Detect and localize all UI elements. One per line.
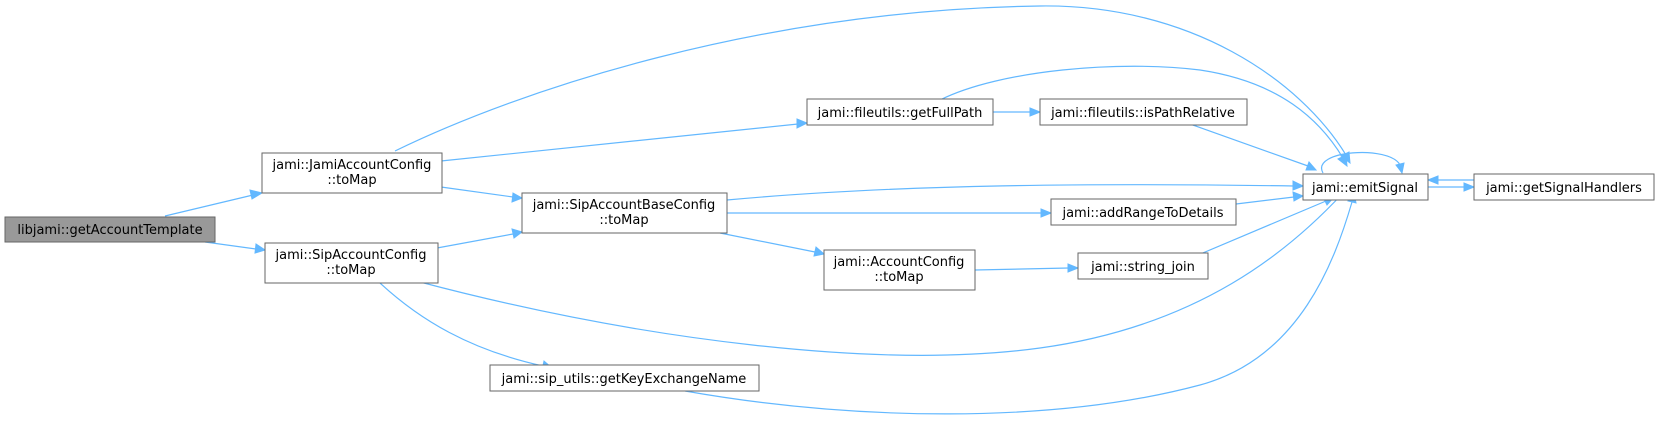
edge-sipbase-accountconfig (719, 232, 816, 253)
edge-jami-sipbase-arrowhead (511, 192, 524, 203)
edges (164, 5, 1476, 415)
edge-emit-self (1320, 151, 1401, 174)
node-jami-account-config-tomap[interactable]: jami::JamiAccountConfig ::toMap (261, 152, 443, 194)
edge-keyexchange-emit (684, 201, 1353, 415)
edge-sipbase-addrange-arrowhead (1040, 208, 1053, 218)
node-add-range-to-details[interactable]: jami::addRangeToDetails (1050, 198, 1237, 226)
edge-sip-sipbase-arrowhead (511, 228, 524, 239)
node-add-range-to-details-label: jami::addRangeToDetails (1061, 206, 1223, 221)
node-emit-signal-box (1302, 173, 1429, 201)
node-sip-account-config-tomap-label-1: jami::SipAccountConfig (275, 248, 427, 263)
node-is-path-relative[interactable]: jami::fileutils::isPathRelative (1039, 98, 1248, 126)
node-get-key-exchange-name-label: jami::sip_utils::getKeyExchangeName (501, 372, 747, 387)
edge-jami-fullpath-arrowhead (796, 118, 809, 129)
edge-gat-jami (164, 194, 254, 217)
edge-sipbase-emit-arrowhead (1292, 180, 1305, 191)
edge-accountconfig-stringjoin (974, 267, 1070, 271)
node-get-key-exchange-name[interactable]: jami::sip_utils::getKeyExchangeName (489, 364, 760, 392)
edge-sipbase-accountconfig-arrowhead (813, 246, 826, 257)
edge-gat-sip (204, 241, 257, 250)
node-emit-signal-label: jami::emitSignal (1311, 181, 1418, 196)
edge-emit-self-arrowhead (1395, 162, 1405, 175)
edge-stringjoin-emit (1197, 200, 1327, 256)
edge-jami-sipbase (440, 186, 514, 198)
node-add-range-to-details-box (1050, 198, 1237, 226)
node-is-path-relative-box (1039, 98, 1248, 126)
node-is-path-relative-label: jami::fileutils::isPathRelative (1050, 106, 1235, 121)
node-emit-signal[interactable]: jami::emitSignal (1302, 173, 1429, 201)
edge-isrelative-emit-arrowhead (1305, 161, 1318, 171)
node-string-join[interactable]: jami::string_join (1077, 252, 1209, 280)
node-get-account-template-label: libjami::getAccountTemplate (17, 223, 202, 238)
edge-fullpath-emit-arrowhead (1337, 154, 1348, 168)
edge-sipbase-emit (726, 184, 1295, 201)
node-get-signal-handlers-label: jami::getSignalHandlers (1485, 181, 1642, 196)
edge-fullpath-emit (939, 65, 1344, 159)
edge-gat-jami-arrowhead (249, 189, 264, 200)
edge-addrange-emit (1235, 196, 1295, 205)
node-jami-account-config-tomap-label-2: ::toMap (327, 173, 376, 188)
node-get-signal-handlers[interactable]: jami::getSignalHandlers (1473, 173, 1655, 201)
edge-sip-emit (419, 192, 1344, 356)
node-sip-account-config-tomap-label-2: ::toMap (326, 263, 375, 278)
edge-emit-handlers-arrowhead (1463, 182, 1476, 192)
node-account-config-tomap-label-2: ::toMap (874, 270, 923, 285)
node-sip-account-base-config-tomap-label-2: ::toMap (599, 213, 648, 228)
node-account-config-tomap-label-1: jami::AccountConfig (833, 255, 965, 270)
edge-jami-emit (394, 5, 1347, 156)
node-get-key-exchange-name-box (489, 364, 760, 392)
node-account-config-tomap[interactable]: jami::AccountConfig ::toMap (823, 249, 976, 291)
edge-sip-keyexchange (379, 282, 544, 367)
edge-sip-sipbase (436, 233, 514, 249)
edge-handlers-emit-arrowhead (1426, 175, 1439, 185)
edge-gat-sip-arrowhead (254, 243, 267, 254)
edge-addrange-emit-arrowhead (1292, 191, 1305, 202)
edge-accountconfig-stringjoin-arrowhead (1067, 263, 1080, 273)
node-get-signal-handlers-box (1473, 173, 1655, 201)
node-string-join-label: jami::string_join (1090, 260, 1195, 275)
node-sip-account-config-tomap[interactable]: jami::SipAccountConfig ::toMap (264, 242, 439, 284)
node-sip-account-base-config-tomap-box (521, 192, 728, 234)
node-sip-account-base-config-tomap[interactable]: jami::SipAccountBaseConfig ::toMap (521, 192, 728, 234)
node-sip-account-config-tomap-box (264, 242, 439, 284)
node-get-full-path-label: jami::fileutils::getFullPath (817, 106, 983, 121)
node-account-config-tomap-box (823, 249, 976, 291)
node-jami-account-config-tomap-box (261, 152, 443, 194)
nodes: libjami::getAccountTemplate jami::JamiAc… (4, 98, 1655, 392)
edge-fullpath-isrelative-arrowhead (1029, 107, 1042, 117)
node-get-full-path[interactable]: jami::fileutils::getFullPath (806, 98, 994, 126)
node-get-full-path-box (806, 98, 994, 126)
edge-isrelative-emit (1189, 123, 1309, 167)
edge-jami-fullpath (440, 123, 799, 162)
node-jami-account-config-tomap-label-1: jami::JamiAccountConfig (272, 158, 432, 173)
node-get-account-template[interactable]: libjami::getAccountTemplate (4, 216, 216, 243)
node-sip-account-base-config-tomap-label-1: jami::SipAccountBaseConfig (532, 198, 716, 213)
node-string-join-box (1077, 252, 1209, 280)
node-get-account-template-box (4, 216, 216, 243)
